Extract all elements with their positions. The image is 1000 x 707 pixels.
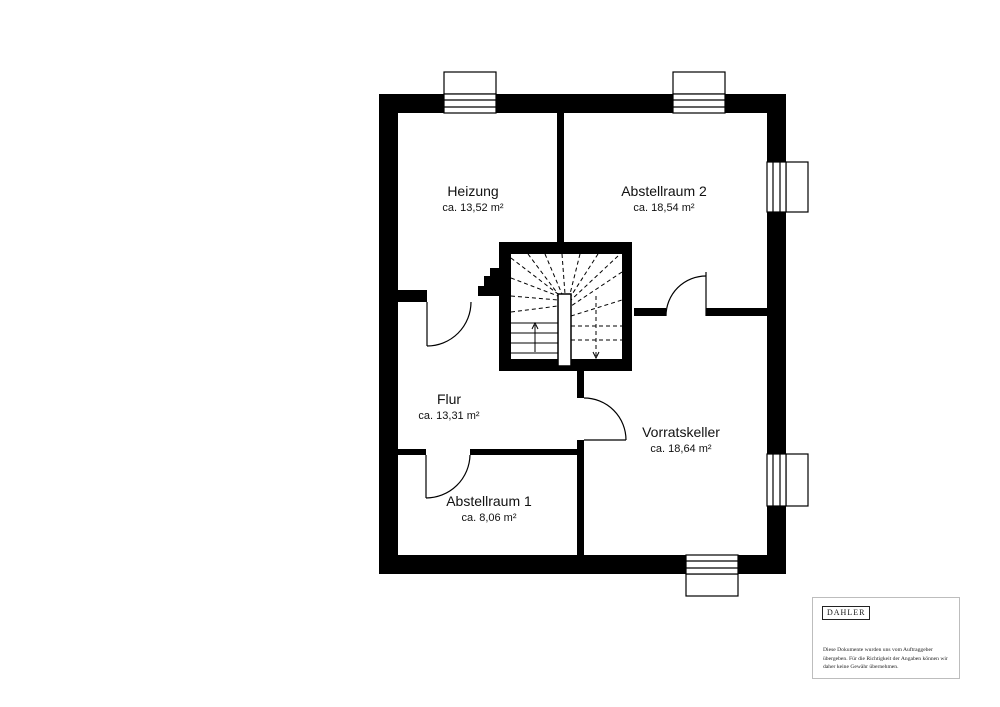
room-area-abstellraum1: ca. 8,06 m² [461, 512, 516, 524]
room-name-heizung: Heizung [447, 183, 498, 199]
room-name-abstellraum2: Abstellraum 2 [621, 183, 707, 199]
room-name-vorratskeller: Vorratskeller [642, 424, 720, 440]
room-name-abstellraum1: Abstellraum 1 [446, 493, 532, 509]
room-name-flur: Flur [437, 391, 461, 407]
interior-walls [398, 113, 767, 555]
room-area-flur: ca. 13,31 m² [418, 410, 479, 422]
windows [443, 71, 809, 597]
doors [425, 272, 707, 499]
brand-logo: DAHLER [822, 606, 871, 620]
room-area-abstellraum2: ca. 18,54 m² [633, 202, 694, 214]
logo-disclaimer-box: DAHLER Diese Dokumente wurden uns vom Au… [812, 597, 960, 679]
stairwell [478, 242, 632, 371]
room-area-heizung: ca. 13,52 m² [442, 202, 503, 214]
room-area-vorratskeller: ca. 18,64 m² [650, 443, 711, 455]
disclaimer-text: Diese Dokumente wurden uns vom Auftragge… [823, 647, 948, 670]
